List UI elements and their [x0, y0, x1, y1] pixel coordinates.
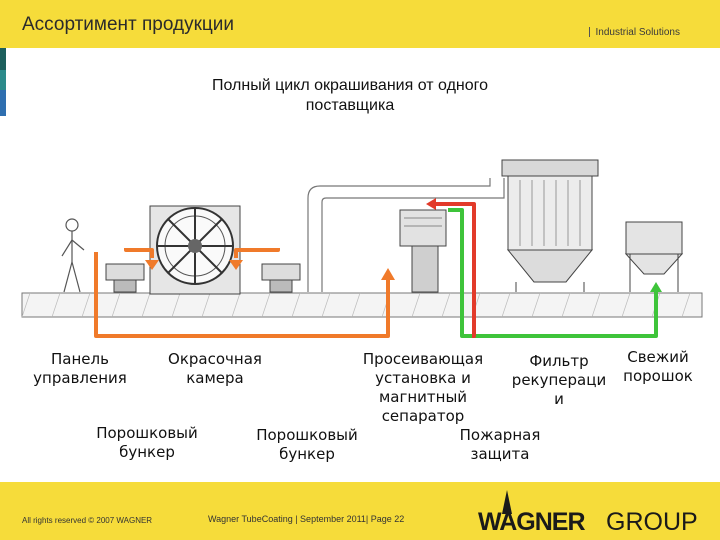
- label-fresh-powder: Свежий порошок: [614, 348, 702, 386]
- spray-booth-unit: [149, 205, 241, 295]
- brand-text: Industrial Solutions: [595, 27, 681, 38]
- label-powder-hopper-2: Порошковый бункер: [252, 426, 362, 464]
- logo-wagner-text: WAGNER: [478, 508, 585, 536]
- orange-arrow-up: [381, 268, 395, 280]
- stripe-blue: [0, 90, 6, 116]
- subtitle-line-1: Полный цикл окрашивания от одного: [211, 77, 489, 94]
- logo-drop-icon: [502, 490, 512, 514]
- stripe-teal: [0, 70, 6, 90]
- label-powder-hopper-2-line2: бункер: [279, 445, 335, 463]
- label-control-panel-line1: Панель: [51, 350, 109, 368]
- label-fire-protection: Пожарная защита: [450, 426, 550, 464]
- label-fresh-powder-line2: порошок: [623, 367, 693, 385]
- label-filter: Фильтр рекупераци и: [503, 352, 615, 409]
- label-powder-hopper-1-line1: Порошковый: [96, 424, 198, 442]
- label-sieve-line2: установка и: [375, 369, 471, 387]
- copyright-text: All rights reserved © 2007 WAGNER: [22, 516, 153, 525]
- label-sieve-line4: сепаратор: [381, 407, 465, 425]
- label-filter-line3: и: [554, 390, 564, 408]
- brand-separator: [588, 27, 590, 38]
- label-sieve: Просеивающая установка и магнитный сепар…: [358, 350, 488, 426]
- label-sieve-line3: магнитный: [378, 388, 468, 406]
- label-fire-protection-line1: Пожарная: [459, 426, 541, 444]
- footer-bar: All rights reserved © 2007 WAGNER Wagner…: [0, 482, 720, 540]
- red-arrow-left: [426, 198, 436, 210]
- label-control-panel: Панель управления: [30, 350, 130, 388]
- red-connection: [432, 202, 476, 338]
- logo-group-text: GROUP: [606, 508, 698, 536]
- page-meta-text: Wagner TubeCoating | September 2011| Pag…: [208, 514, 405, 524]
- floor-slab: [21, 292, 703, 318]
- label-fire-protection-line2: защита: [470, 445, 530, 463]
- label-control-panel-line2: управления: [33, 369, 127, 387]
- control-panel-unit: [105, 263, 301, 293]
- green-arrow-up: [650, 282, 662, 292]
- label-fresh-powder-line1: Свежий: [627, 348, 689, 366]
- filter-recovery-unit: [501, 159, 599, 292]
- air-duct: [307, 178, 505, 292]
- label-filter-line1: Фильтр: [529, 352, 589, 370]
- label-sieve-line1: Просеивающая: [362, 350, 484, 368]
- label-spray-booth-line1: Окрасочная: [168, 350, 262, 368]
- orange-connections: [94, 248, 390, 338]
- label-powder-hopper-1-line2: бункер: [119, 443, 175, 461]
- label-spray-booth-line2: камера: [186, 369, 244, 387]
- wagner-group-logo: WAGNER GROUP: [478, 490, 710, 536]
- page-title: Ассортимент продукции: [22, 14, 235, 35]
- orange-arrow-left: [145, 260, 159, 270]
- subtitle-line-2: поставщика: [305, 97, 395, 114]
- slide-subtitle: Полный цикл окрашивания от одного постав…: [150, 76, 550, 116]
- operator-figure: [61, 218, 85, 293]
- label-filter-line2: рекупераци: [511, 371, 607, 389]
- orange-arrow-right: [229, 260, 243, 270]
- sieve-unit: [399, 209, 447, 293]
- accent-stripes: [0, 48, 6, 116]
- green-connection: [448, 208, 658, 338]
- label-powder-hopper-2-line1: Порошковый: [256, 426, 358, 444]
- label-powder-hopper-1: Порошковый бункер: [92, 424, 202, 462]
- label-spray-booth: Окрасочная камера: [160, 350, 270, 388]
- header-bar: Ассортимент продукции Industrial Solutio…: [0, 0, 720, 48]
- fresh-powder-tank: [624, 221, 684, 292]
- brand-tagline: Industrial Solutions: [588, 27, 681, 38]
- stripe-dark-teal: [0, 48, 6, 70]
